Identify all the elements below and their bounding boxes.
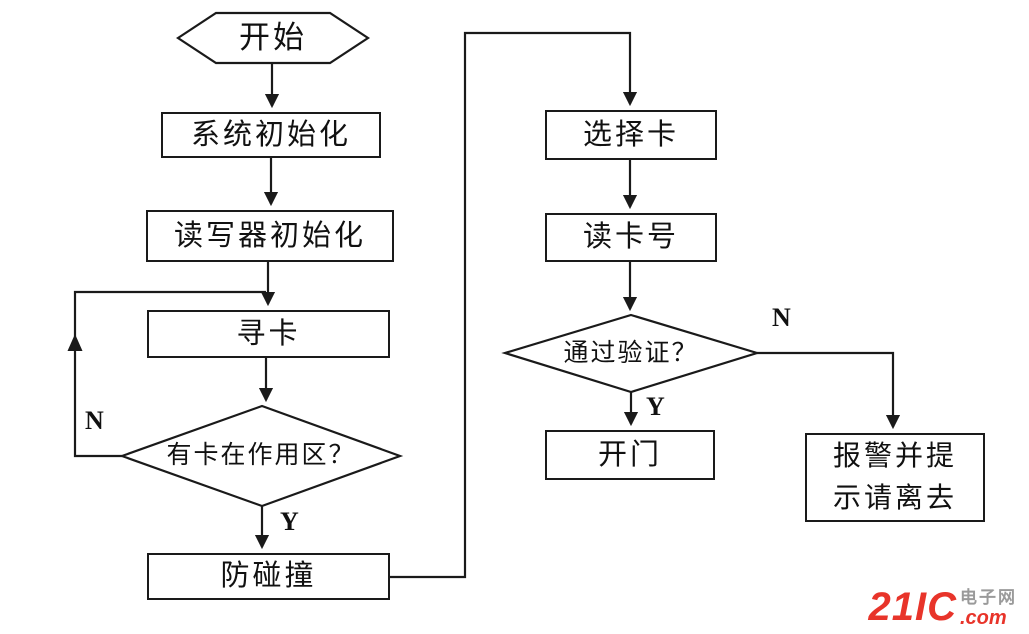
card-in-area-node: 有卡在作用区？ (122, 406, 400, 506)
connector-verify-no-to-alarm (757, 351, 901, 430)
seek-card-node: 寻卡 (147, 310, 390, 358)
loop-arrowhead (67, 334, 83, 351)
start-node-label: 开始 (239, 20, 307, 56)
select-card-node: 选择卡 (545, 110, 717, 160)
open-door-label: 开门 (597, 438, 662, 471)
logo-domain-text: .com (960, 607, 1007, 629)
start-terminator-shape (175, 11, 371, 65)
alarm-label-line1: 报警并提 (832, 440, 957, 472)
read-card-label: 读卡号 (582, 221, 679, 254)
branch-label-yes-right: Y (646, 392, 665, 421)
system-init-node: 系统初始化 (161, 112, 381, 158)
open-door-node: 开门 (545, 430, 715, 480)
start-node: 开始 (178, 13, 368, 63)
anticollision-label: 防碰撞 (220, 560, 317, 593)
reader-init-label: 读写器初始化 (173, 219, 366, 252)
branch-label-no-left: N (85, 406, 104, 435)
connector-decision-no-loop (73, 290, 266, 458)
verify-node: 通过验证？ (505, 315, 757, 392)
logo-suffix-text: 电子网 (960, 588, 1017, 608)
seek-card-label: 寻卡 (236, 317, 301, 350)
alarm-label-line2: 示请离去 (832, 482, 957, 514)
logo-brand-text: 21IC (868, 585, 957, 630)
alarm-node: 报警并提 示请离去 (805, 433, 985, 522)
system-init-label: 系统初始化 (190, 118, 351, 151)
read-card-node: 读卡号 (545, 213, 717, 262)
select-card-label: 选择卡 (582, 118, 679, 151)
branch-label-yes-left: Y (280, 507, 299, 536)
verify-label: 通过验证？ (563, 339, 699, 367)
reader-init-node: 读写器初始化 (146, 210, 394, 262)
branch-label-no-right: N (772, 303, 791, 332)
21ic-watermark-logo: 21IC 电子网 .com (869, 587, 1018, 628)
card-in-area-label: 有卡在作用区？ (166, 442, 356, 469)
connector-anticollision-to-selectcard (390, 31, 638, 579)
anticollision-node: 防碰撞 (147, 553, 390, 600)
logo-side-text: 电子网 .com (960, 589, 1017, 628)
